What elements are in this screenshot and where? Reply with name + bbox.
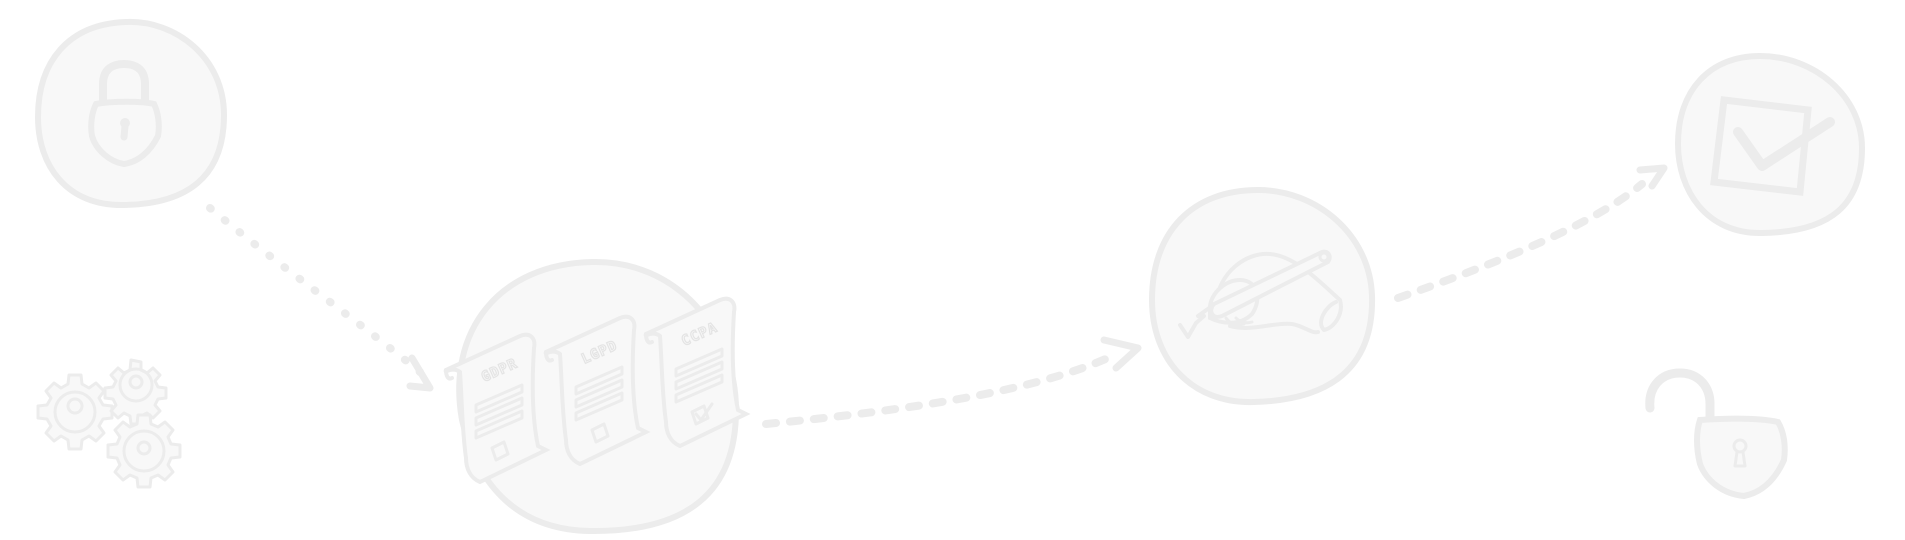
gear-icon <box>103 358 168 426</box>
checkmark-icon <box>694 402 714 422</box>
gears-icon <box>36 358 182 489</box>
regulation-document: CCPA <box>643 296 751 449</box>
node-signature <box>1148 186 1376 406</box>
node-approved <box>1674 52 1866 237</box>
regulation-document: LGPD <box>543 314 651 467</box>
padlock-locked-icon <box>88 60 162 168</box>
connector <box>762 336 1142 428</box>
node-regulations: GDPR LGPD CCPA <box>443 258 751 535</box>
pen-signing-icon <box>1178 249 1343 339</box>
connector <box>1394 164 1668 302</box>
node-locked <box>34 18 228 209</box>
padlock-unlocked-icon <box>1645 368 1788 500</box>
connector <box>206 204 434 392</box>
regulation-document: GDPR <box>443 332 551 485</box>
checkbox-checked-icon <box>1710 96 1835 196</box>
gear-icon <box>36 373 114 451</box>
gear-icon <box>106 413 182 489</box>
